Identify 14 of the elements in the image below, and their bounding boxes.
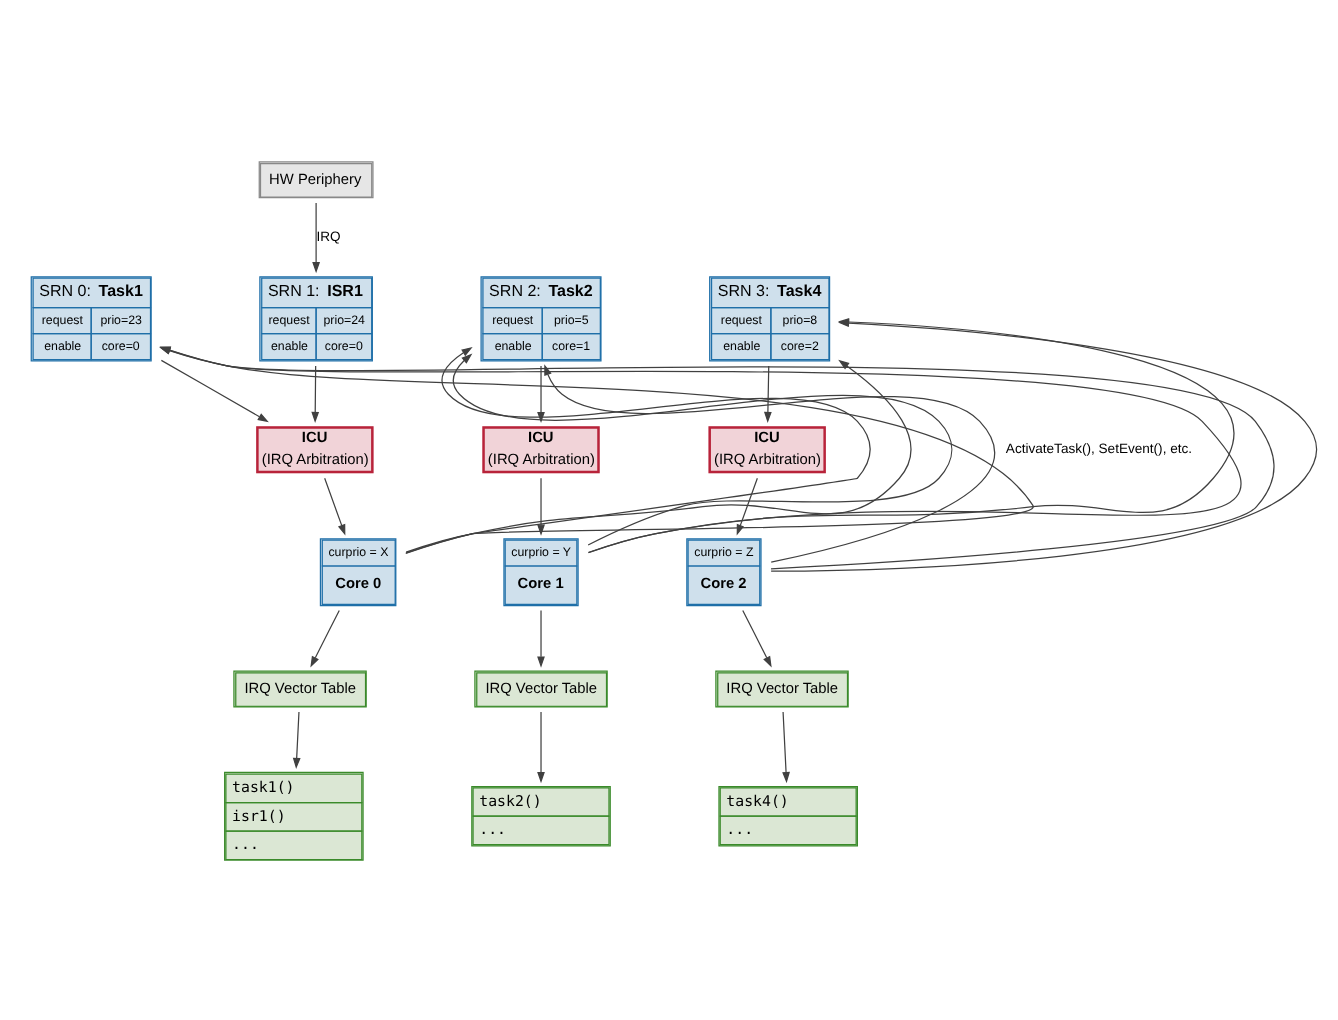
arrow [160, 358, 269, 422]
arrow [544, 363, 996, 562]
arrow [312, 201, 320, 273]
arrow [324, 476, 346, 535]
arrow [452, 352, 953, 545]
arrow [292, 710, 301, 768]
arrow [537, 476, 545, 535]
arrow [782, 710, 790, 783]
arrow [537, 710, 545, 783]
arrow [537, 608, 545, 667]
arrow [742, 608, 772, 667]
arrow [310, 608, 340, 667]
arrow [311, 364, 320, 423]
arrow [763, 364, 772, 423]
